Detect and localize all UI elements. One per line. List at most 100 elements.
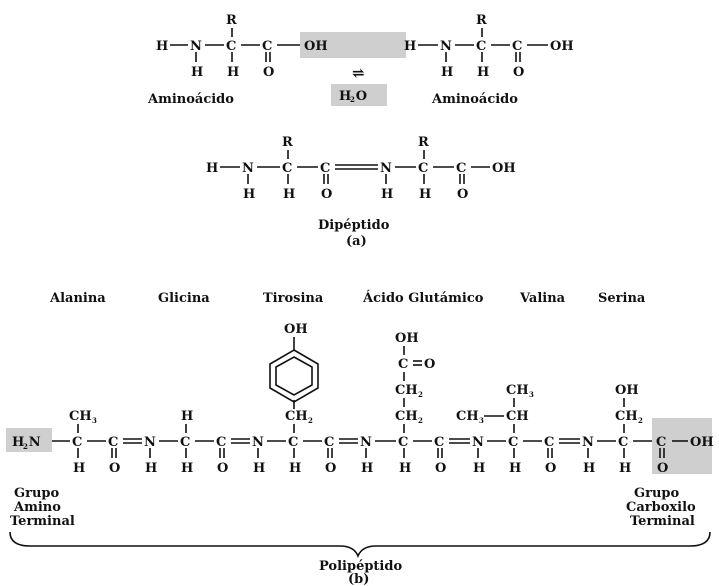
amino-terminal-label: Grupo Amino Terminal <box>10 486 75 529</box>
subscript: 2 <box>418 416 423 425</box>
atom-n: N <box>360 435 372 450</box>
residue-name: Tirosina <box>263 291 324 306</box>
atom-h: H <box>253 461 265 476</box>
amino-terminal-highlight <box>6 428 52 452</box>
atom-oh: OH <box>304 39 328 54</box>
atom-h: H <box>156 39 168 54</box>
atom-ch: CH <box>615 409 638 424</box>
atom-h: H <box>583 461 595 476</box>
atom-h: H <box>509 461 521 476</box>
atom-c: C <box>226 39 236 54</box>
amino-acid-label-left: Aminoácido <box>147 92 234 107</box>
atom-o: O <box>109 461 120 476</box>
atom-o: O <box>263 65 274 80</box>
polypeptide-label: Polipéptido <box>319 559 402 574</box>
atom-n: N <box>380 161 392 176</box>
dipeptide: H N H C R H C O N H C R H C O OH Dipépti… <box>206 135 516 249</box>
atom-h: H <box>227 65 239 80</box>
atom-ch: CH <box>456 409 479 424</box>
terminal-label-line: Grupo <box>14 486 59 501</box>
residue-name: Serina <box>598 291 646 306</box>
atom-n: N <box>472 435 484 450</box>
atom-ch: CH <box>395 409 418 424</box>
atom-ch: CH <box>395 383 418 398</box>
atom-n: N <box>252 435 264 450</box>
atom-o: O <box>457 187 468 202</box>
atom-h: H <box>73 461 85 476</box>
atom-oh: OH <box>284 322 308 337</box>
atom-c: C <box>72 435 82 450</box>
residue-names: Alanina Glicina Tirosina Ácido Glutámico… <box>49 290 646 306</box>
atom-c: C <box>324 435 334 450</box>
atom-oh: OH <box>550 39 574 54</box>
amino-subscript: 2 <box>23 442 28 451</box>
atom-r: R <box>476 13 487 28</box>
atom-o: O <box>545 461 556 476</box>
atom-c: C <box>398 357 408 372</box>
atom-h: H <box>283 187 295 202</box>
atom-o: O <box>424 357 435 372</box>
atom-c: C <box>282 161 292 176</box>
atom-h: H <box>361 461 373 476</box>
atom-h: H <box>399 461 411 476</box>
atom-h: H <box>404 39 416 54</box>
atom-c: C <box>476 39 486 54</box>
dipeptide-label: Dipéptido <box>318 218 390 233</box>
subscript: 2 <box>418 390 423 399</box>
atom-n: N <box>440 39 452 54</box>
carboxyl-terminal-highlight <box>652 418 712 474</box>
atom-oh: OH <box>395 331 419 346</box>
atom-c: C <box>456 161 466 176</box>
atom-c: C <box>398 435 408 450</box>
atom-o: O <box>435 461 446 476</box>
atom-n: N <box>190 39 202 54</box>
equilibrium-arrows: ⇌ <box>352 64 365 82</box>
residue-name: Glicina <box>158 291 210 306</box>
atom-oh: OH <box>690 435 714 450</box>
atom-h: H <box>181 461 193 476</box>
atom-c: C <box>262 39 272 54</box>
atom-ch: CH <box>506 409 529 424</box>
atom-r: R <box>282 135 293 150</box>
terminal-label-line: Terminal <box>630 514 695 529</box>
atom-h: H <box>381 187 393 202</box>
caption-a: (a) <box>346 234 367 249</box>
amino-group: H N <box>12 435 41 450</box>
atom-o: O <box>657 461 668 476</box>
atom-ch: CH <box>285 409 308 424</box>
atom-h: H <box>243 187 255 202</box>
atom-n: N <box>582 435 594 450</box>
atom-c: C <box>512 39 522 54</box>
atom-n: N <box>144 435 156 450</box>
atom-ch: CH <box>69 409 92 424</box>
atom-c: C <box>320 161 330 176</box>
atom-ch: CH <box>506 383 529 398</box>
atom-h: H <box>477 65 489 80</box>
polypeptide-backbone: H N 2 C CH 3 H C O N H C H H C O N <box>12 322 714 476</box>
atom-c: C <box>508 435 518 450</box>
terminal-label-line: Amino <box>13 500 61 515</box>
subscript: 2 <box>308 416 313 425</box>
atom-h: H <box>441 65 453 80</box>
amino-acid-left: H N H C R H C O OH Aminoácido <box>147 13 328 107</box>
atom-oh: OH <box>615 383 639 398</box>
benzene-inner-ring <box>275 356 313 396</box>
terminal-label-line: Terminal <box>10 514 75 529</box>
subscript: 3 <box>529 390 534 399</box>
atom-h: H <box>206 161 218 176</box>
atom-c: C <box>544 435 554 450</box>
terminal-label-line: Carboxilo <box>626 500 696 515</box>
amino-acid-label-right: Aminoácido <box>431 92 518 107</box>
atom-o: O <box>513 65 524 80</box>
atom-h: H <box>191 65 203 80</box>
subscript: 3 <box>92 416 97 425</box>
atom-h: H <box>145 461 157 476</box>
atom-o: O <box>217 461 228 476</box>
atom-h: H <box>619 461 631 476</box>
caption-b: (b) <box>348 572 369 586</box>
atom-h: H <box>289 461 301 476</box>
benzene-ring <box>269 349 319 403</box>
atom-h: H <box>181 409 193 424</box>
